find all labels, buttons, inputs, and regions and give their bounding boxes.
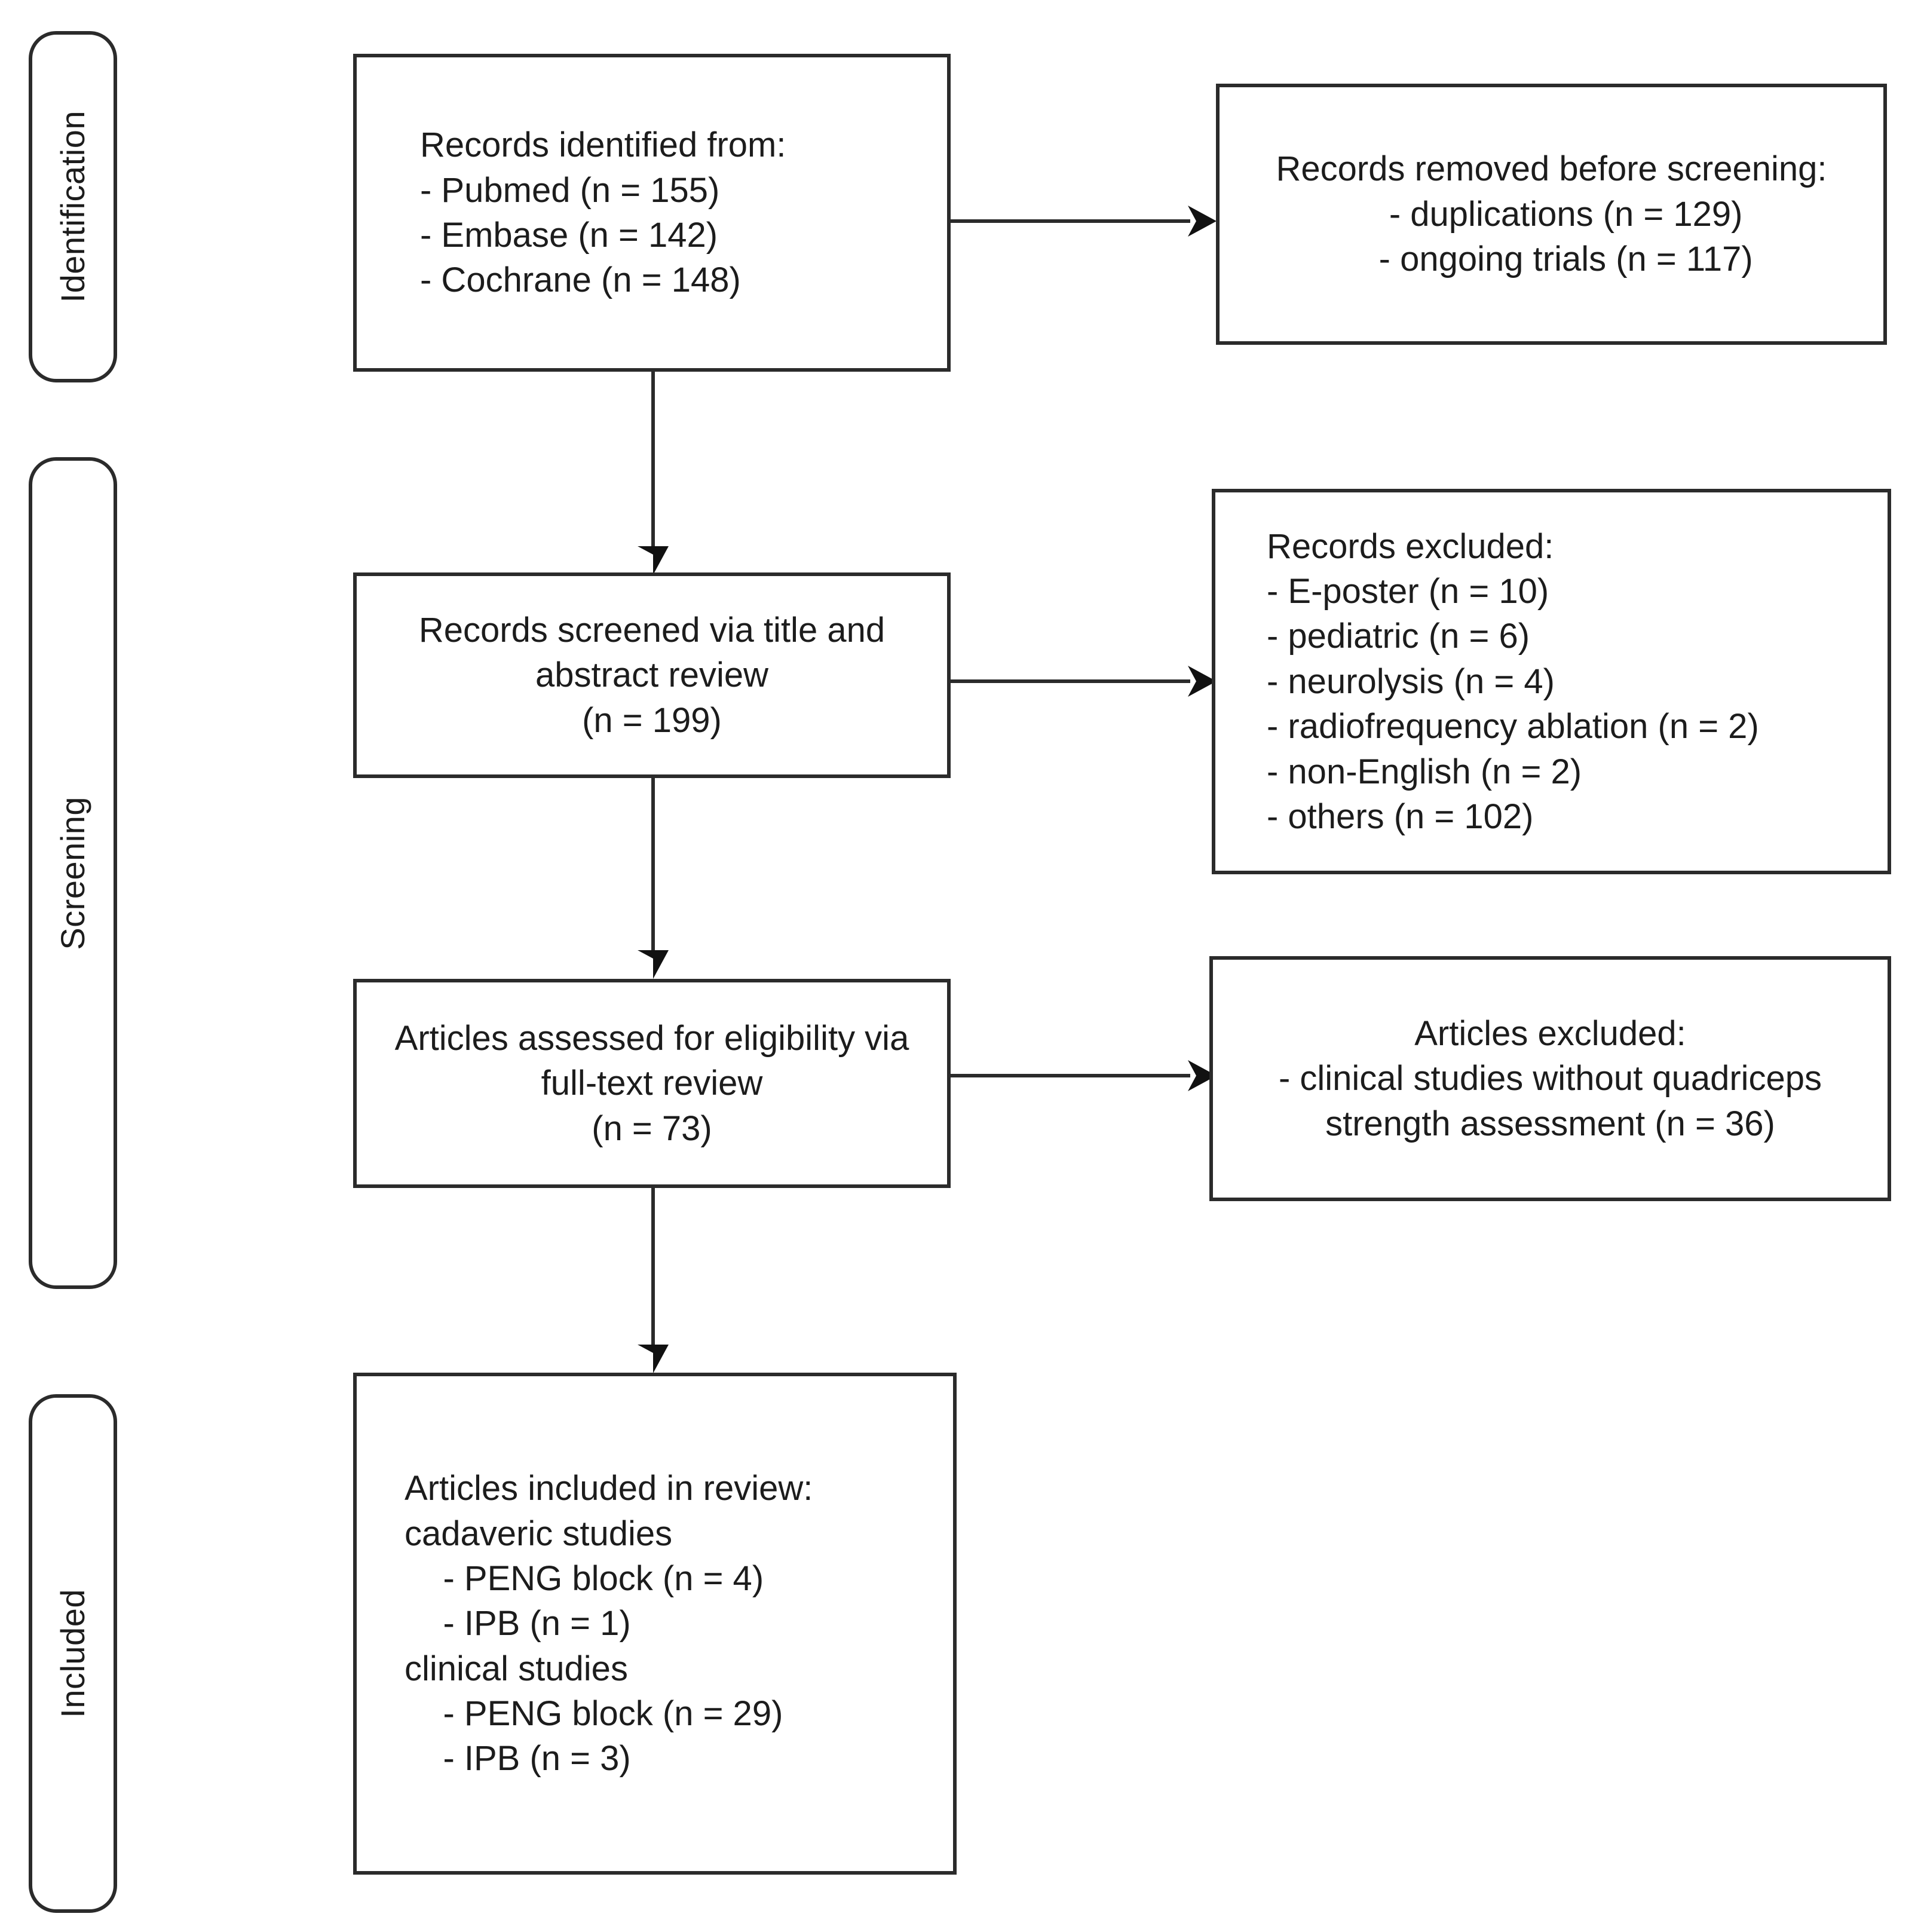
connector-screened-to-assessed	[638, 777, 669, 979]
box-records-screened-text: Records screened via title and abstract …	[418, 610, 886, 740]
box-records-identified-text: Records identified from: - Pubmed (n = 1…	[420, 125, 786, 300]
connector-identified-to-screened	[638, 369, 669, 575]
box-articles-included: Articles included in review: cadaveric s…	[353, 1373, 957, 1875]
stage-label-identification-text: Identification	[54, 111, 91, 303]
box-articles-assessed-text: Articles assessed for eligibility via fu…	[394, 1018, 909, 1148]
box-records-removed: Records removed before screening: - dupl…	[1216, 84, 1887, 345]
box-records-removed-text: Records removed before screening: - dupl…	[1276, 149, 1827, 279]
connector-assessed-to-articles-excluded	[949, 1060, 1217, 1091]
stage-label-screening: Screening	[29, 457, 117, 1289]
box-records-screened: Records screened via title and abstract …	[353, 572, 951, 778]
box-records-identified: Records identified from: - Pubmed (n = 1…	[353, 54, 951, 372]
box-articles-excluded-text: Articles excluded: - clinical studies wi…	[1278, 1014, 1822, 1143]
stage-label-included-text: Included	[54, 1589, 91, 1718]
box-records-excluded: Records excluded: - E-poster (n = 10) - …	[1212, 489, 1891, 874]
box-articles-excluded: Articles excluded: - clinical studies wi…	[1209, 956, 1891, 1201]
box-articles-assessed: Articles assessed for eligibility via fu…	[353, 979, 951, 1188]
stage-label-identification: Identification	[29, 31, 117, 382]
stage-label-screening-text: Screening	[54, 796, 91, 950]
stage-label-included: Included	[29, 1394, 117, 1913]
connector-assessed-to-included	[638, 1188, 669, 1373]
box-records-excluded-text: Records excluded: - E-poster (n = 10) - …	[1267, 526, 1759, 836]
connector-identified-to-removed	[949, 206, 1217, 237]
connector-screened-to-excluded	[949, 666, 1217, 697]
box-articles-included-text: Articles included in review: cadaveric s…	[405, 1469, 813, 1778]
